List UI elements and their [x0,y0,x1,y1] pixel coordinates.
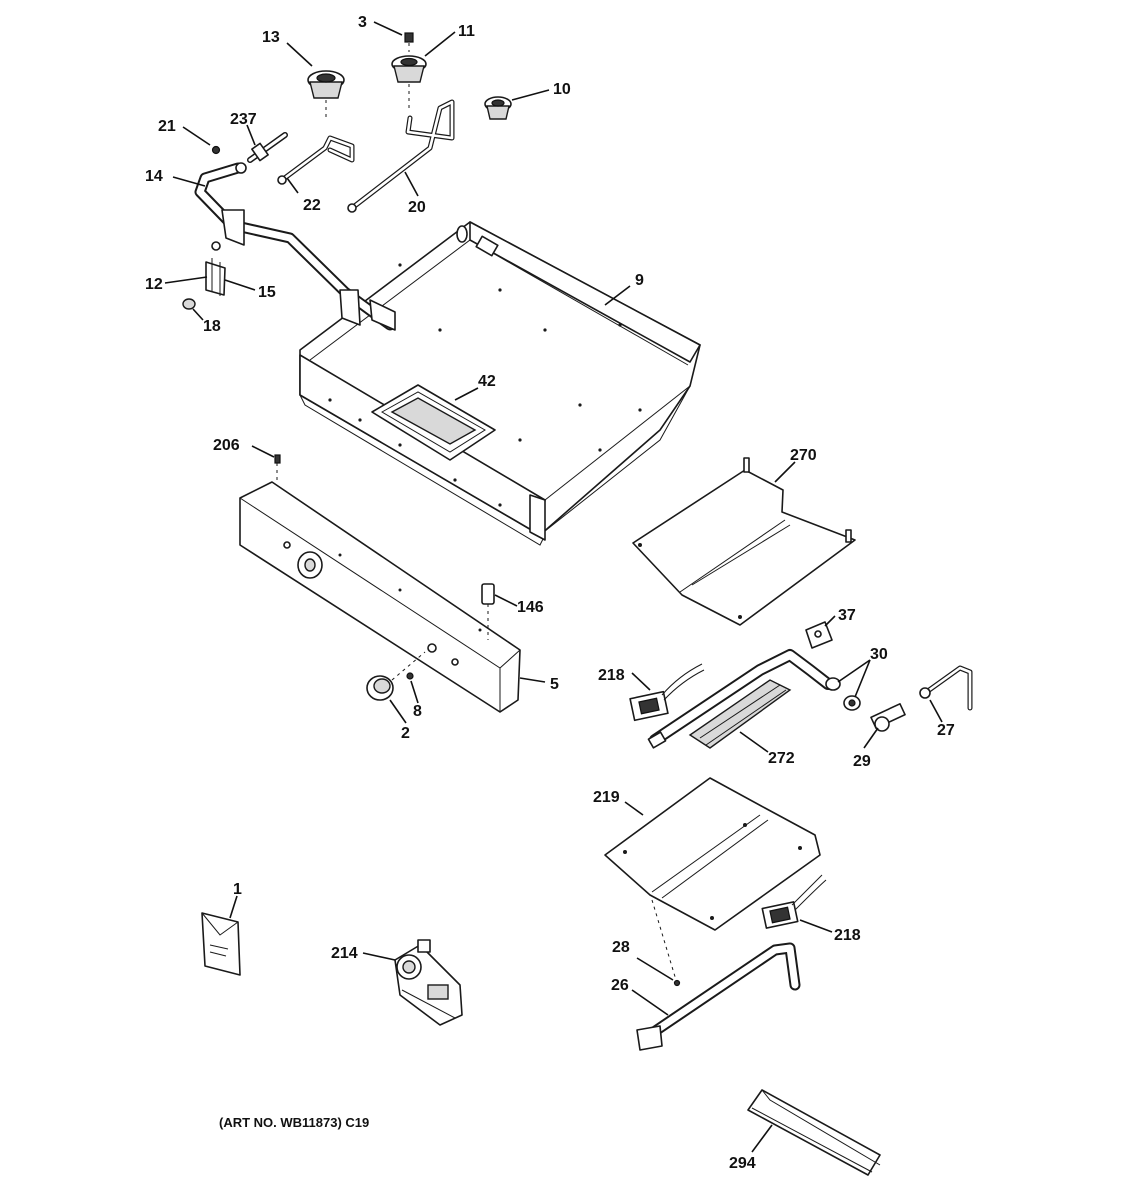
label-29: 29 [853,753,871,770]
part-21-screw [211,145,221,155]
part-18-nut [182,298,196,310]
label-1: 1 [233,881,242,898]
part-218-igniter-upper [629,663,705,722]
part-3-screw [404,32,414,52]
label-30: 30 [870,646,888,663]
label-15: 15 [258,284,276,301]
part-270-baffle [632,457,856,626]
label-13: 13 [262,29,280,46]
label-146: 146 [517,599,544,616]
part-15-valve-bracket [205,241,226,296]
label-294: 294 [729,1155,756,1172]
part-5-control-panel [239,481,521,713]
label-27: 27 [937,722,955,739]
label-5: 5 [550,676,559,693]
part-9-burner-box [299,221,701,546]
label-214: 214 [331,945,358,962]
part-2-knob [366,651,426,701]
leader-lines [164,21,943,1153]
part-14-manifold [194,162,396,331]
label-9: 9 [635,272,644,289]
part-22-burner-tube [277,135,355,185]
part-272-bake-burner [647,649,834,749]
part-20-burner-tube [347,99,455,213]
part-294-bracket [747,1089,881,1176]
label-10: 10 [553,81,571,98]
label-272: 272 [768,750,795,767]
part-28-screw [673,979,681,987]
part-27-gas-tube [919,665,973,711]
label-2: 2 [401,725,410,742]
part-237-orifice [247,132,288,163]
part-26-broil-burner [636,942,801,1051]
label-8: 8 [413,703,422,720]
label-218-lower: 218 [834,927,861,944]
label-11: 11 [458,23,475,40]
part-37-bracket [805,621,833,649]
part-8-screw [406,672,414,680]
part-29-orifice-holder [870,703,906,732]
part-30-hardware [825,677,861,711]
label-18: 18 [203,318,221,335]
part-146-clip [481,583,495,640]
label-14: 14 [145,168,163,185]
part-10-burner-head [484,96,512,120]
label-206: 206 [213,437,240,454]
part-13-burner-head [307,70,345,120]
art-number-caption: (ART NO. WB11873) C19 [219,1115,369,1130]
label-219: 219 [593,789,620,806]
label-37: 37 [838,607,856,624]
label-28: 28 [612,939,630,956]
label-270: 270 [790,447,817,464]
label-22: 22 [303,197,321,214]
label-3: 3 [358,14,367,31]
part-206-screw [274,454,281,480]
part-42-access-cover [371,384,496,461]
part-214-regulator [394,939,463,1026]
label-42: 42 [478,373,496,390]
label-21: 21 [158,118,176,135]
part-11-burner-head [391,55,427,108]
part-1-literature [201,912,241,976]
label-237: 237 [230,111,257,128]
part-labels: 13 3 11 10 21 237 14 22 20 9 12 15 18 42… [145,14,955,1172]
part-219-baffle [604,777,821,981]
label-12: 12 [145,276,163,293]
label-26: 26 [611,977,629,994]
label-218-upper: 218 [598,667,625,684]
label-20: 20 [408,199,426,216]
part-218-igniter-lower [761,874,827,929]
